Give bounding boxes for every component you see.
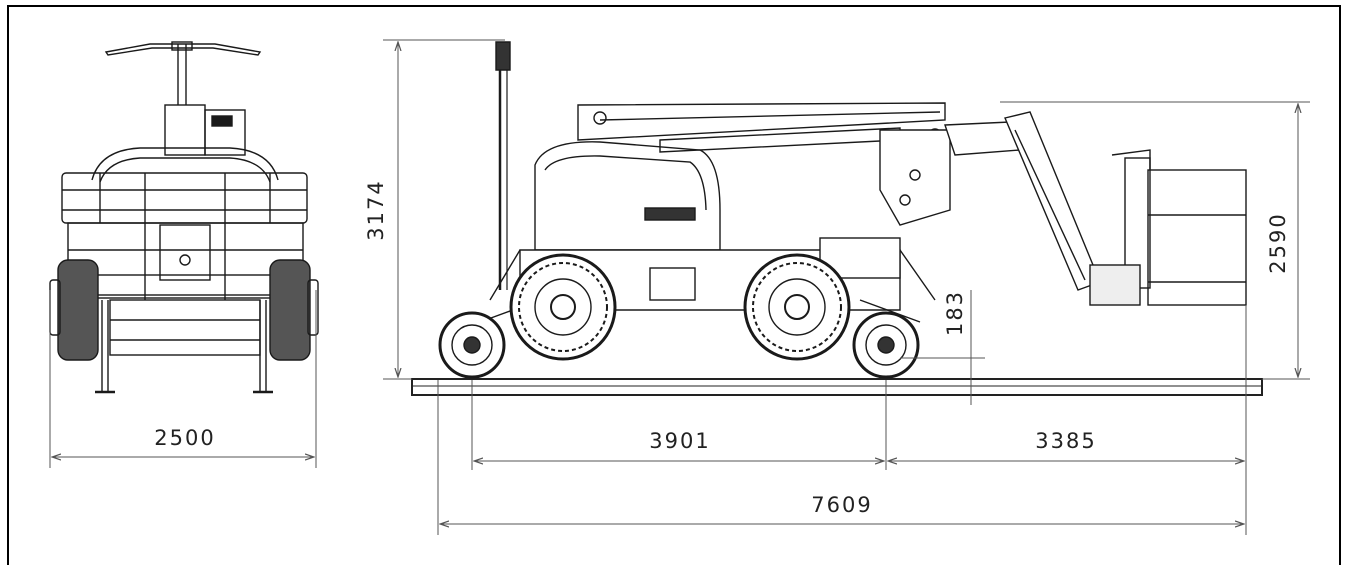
front-width-label: 2500: [154, 426, 215, 450]
ground-clearance-label: 183: [943, 290, 967, 336]
ground-rail: [411, 378, 1263, 396]
total-height-label: 3174: [364, 179, 388, 240]
overall-length-label: 7609: [811, 493, 872, 517]
overhang-label: 3385: [1035, 429, 1096, 453]
platform-height-label: 2590: [1266, 212, 1290, 273]
side-view: [438, 41, 1247, 379]
front-view: [49, 41, 319, 394]
drawing-frame: [7, 5, 1341, 565]
wheelbase-label: 3901: [649, 429, 710, 453]
front-width-dimension: [49, 290, 317, 468]
side-dimensions: [383, 39, 1310, 535]
